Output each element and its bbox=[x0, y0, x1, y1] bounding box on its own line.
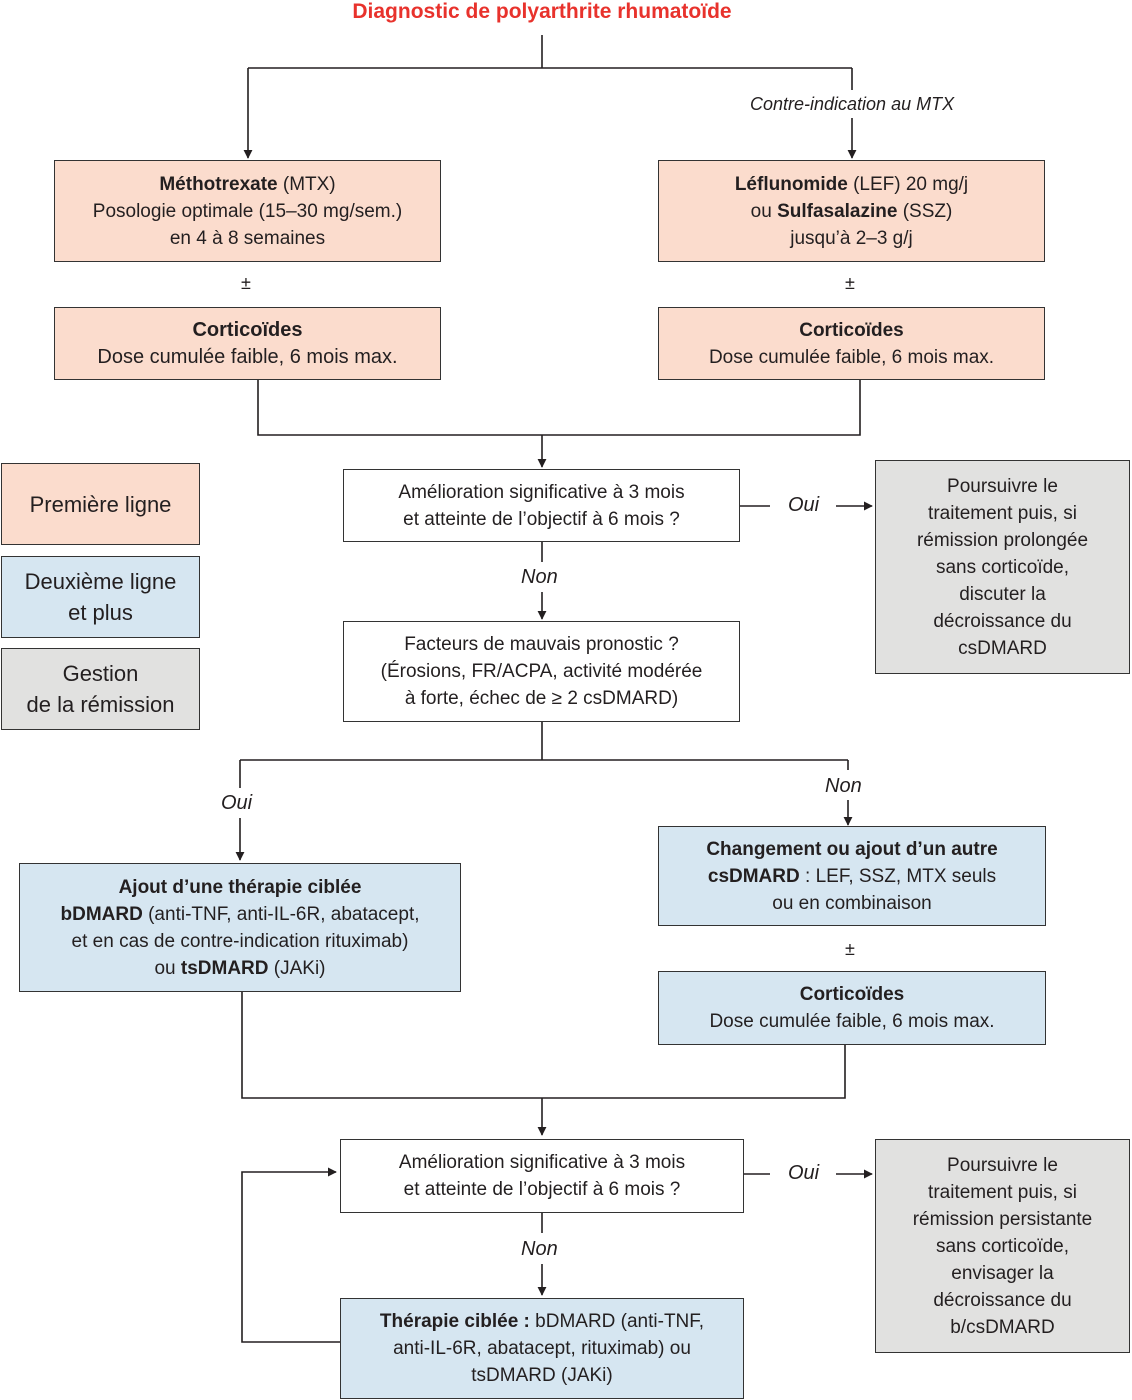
corticoides-box-right: Corticoïdes Dose cumulée faible, 6 mois … bbox=[658, 307, 1045, 380]
continue1-line: sans corticoïde, bbox=[935, 556, 1070, 578]
legend-first-line: Première ligne bbox=[1, 463, 200, 545]
legend-first-line-label: Première ligne bbox=[29, 491, 172, 517]
methotrexate-box: Méthotrexate (MTX) Posologie optimale (1… bbox=[54, 160, 441, 262]
leflunomide-box: Léflunomide (LEF) 20 mg/j ou Sulfasalazi… bbox=[658, 160, 1045, 262]
corticoides-dose: Dose cumulée faible, 6 mois max. bbox=[97, 345, 398, 368]
question-improvement-1: Amélioration significative à 3 mois et a… bbox=[343, 469, 740, 542]
continue1-line: discuter la bbox=[959, 583, 1046, 605]
sulfasalazine-dose: jusqu’à 2–3 g/j bbox=[790, 227, 913, 249]
csdmard-name: csDMARD bbox=[707, 865, 800, 887]
methotrexate-name: Méthotrexate bbox=[159, 173, 278, 195]
methotrexate-abbr: (MTX) bbox=[282, 173, 336, 195]
continue2-line: envisager la bbox=[951, 1262, 1054, 1284]
continue2-line: traitement puis, si bbox=[928, 1181, 1077, 1203]
bdmard-name: bDMARD bbox=[60, 903, 143, 925]
legend-second-line-label-1: Deuxième ligne bbox=[24, 569, 177, 594]
continue2-line: Poursuivre le bbox=[947, 1154, 1058, 1176]
targeted-title: Ajout d’une thérapie ciblée bbox=[119, 874, 362, 901]
corticoides-title: Corticoïdes bbox=[800, 981, 905, 1008]
continue1-line: décroissance du bbox=[933, 610, 1072, 632]
corticoides-title-text: Corticoïdes bbox=[799, 984, 905, 1005]
sulfasalazine-name: Sulfasalazine bbox=[777, 200, 898, 222]
continue1-line: csDMARD bbox=[958, 637, 1047, 659]
targeted-bdmard-line: bDMARD (anti-TNF, anti-IL-6R, abatacept, bbox=[61, 901, 420, 928]
methotrexate-dosage: Posologie optimale (15–30 mg/sem.) bbox=[92, 200, 403, 222]
question-line2: et atteinte de l’objectif à 6 mois ? bbox=[403, 508, 680, 530]
continue1-line: Poursuivre le bbox=[947, 475, 1058, 497]
final-line3: tsDMARD (JAKi) bbox=[471, 1365, 613, 1386]
or-text: ou bbox=[154, 957, 176, 979]
question-line1: Amélioration significative à 3 mois bbox=[398, 1152, 686, 1173]
leflunomide-name: Léflunomide bbox=[734, 173, 848, 195]
question-improvement-2: Amélioration significative à 3 mois et a… bbox=[340, 1139, 744, 1213]
sulfasalazine-abbr: (SSZ) bbox=[902, 200, 953, 222]
diagram-title: Diagnostic de polyarthrite rhumatoïde bbox=[352, 0, 732, 23]
sulfasalazine-line: ou Sulfasalazine (SSZ) bbox=[751, 198, 953, 225]
legend-remission-label-2: de la rémission bbox=[26, 692, 175, 717]
corticoides-box-left: Corticoïdes Dose cumulée faible, 6 mois … bbox=[54, 307, 441, 380]
tsdmard-name: tsDMARD bbox=[180, 957, 269, 979]
targeted-title-text: Ajout d’une thérapie ciblée bbox=[118, 876, 362, 898]
question-line1: Amélioration significative à 3 mois bbox=[398, 481, 685, 503]
legend-second-line-label-2: et plus bbox=[68, 600, 133, 625]
factors-line2: (Érosions, FR/ACPA, activité modérée bbox=[380, 661, 703, 682]
corticoides-title: Corticoïdes bbox=[799, 317, 904, 344]
continue-treatment-box-1: Poursuivre le traitement puis, si rémiss… bbox=[875, 460, 1130, 674]
corticoides-box-second-line: Corticoïdes Dose cumulée faible, 6 mois … bbox=[658, 971, 1046, 1045]
label-non-1: Non bbox=[521, 566, 558, 588]
plusminus-left: ± bbox=[241, 273, 251, 293]
continue1-line: rémission prolongée bbox=[916, 529, 1089, 551]
label-oui-2: Oui bbox=[221, 792, 253, 814]
final-line2: anti-IL-6R, abatacept, rituximab) ou bbox=[393, 1338, 691, 1359]
or-text: ou bbox=[750, 200, 772, 222]
label-non-2: Non bbox=[825, 775, 862, 797]
continue2-line: sans corticoïde, bbox=[935, 1235, 1070, 1257]
contre-indication-label: Contre-indication au MTX bbox=[750, 94, 955, 114]
targeted-tsdmard-line: ou tsDMARD (JAKi) bbox=[154, 955, 325, 982]
corticoides-title-text: Corticoïdes bbox=[799, 319, 904, 341]
label-oui-3: Oui bbox=[788, 1162, 820, 1184]
change-line3: ou en combinaison bbox=[772, 892, 932, 914]
poor-prognosis-factors-box: Facteurs de mauvais pronostic ? (Érosion… bbox=[343, 621, 740, 722]
leflunomide-line1: Léflunomide (LEF) 20 mg/j bbox=[735, 171, 968, 198]
question-line2: et atteinte de l’objectif à 6 mois ? bbox=[403, 1179, 681, 1200]
legend-remission: Gestion de la rémission bbox=[1, 648, 200, 730]
targeted-line3: et en cas de contre-indication rituximab… bbox=[71, 930, 409, 952]
bdmard-text: (anti-TNF, anti-IL-6R, abatacept, bbox=[148, 903, 420, 925]
final-title: Thérapie ciblée : bbox=[379, 1311, 530, 1332]
continue2-line: b/csDMARD bbox=[950, 1316, 1055, 1338]
methotrexate-duration: en 4 à 8 semaines bbox=[169, 227, 326, 249]
change-title: Changement ou ajout d’un autre bbox=[706, 836, 997, 863]
change-line2: csDMARD : LEF, SSZ, MTX seuls bbox=[708, 863, 996, 890]
plusminus-right: ± bbox=[845, 273, 855, 293]
change-csdmard-box: Changement ou ajout d’un autre csDMARD :… bbox=[658, 826, 1046, 926]
corticoides-title: Corticoïdes bbox=[192, 317, 302, 344]
continue-treatment-box-2: Poursuivre le traitement puis, si rémiss… bbox=[875, 1139, 1130, 1353]
continue2-line: rémission persistante bbox=[912, 1208, 1093, 1230]
tsdmard-text: (JAKi) bbox=[273, 957, 326, 979]
continue2-line: décroissance du bbox=[933, 1289, 1072, 1311]
label-non-3: Non bbox=[521, 1238, 558, 1260]
final-targeted-therapy-box: Thérapie ciblée : bDMARD (anti-TNF, anti… bbox=[340, 1298, 744, 1399]
final-line1: Thérapie ciblée : bDMARD (anti-TNF, bbox=[380, 1308, 704, 1335]
plusminus-second-line: ± bbox=[845, 939, 855, 959]
change-text: : LEF, SSZ, MTX seuls bbox=[805, 865, 997, 887]
legend-remission-label-1: Gestion bbox=[62, 661, 139, 686]
factors-line3: à forte, échec de ≥ 2 csDMARD) bbox=[404, 688, 679, 709]
legend-second-line: Deuxième ligne et plus bbox=[1, 556, 200, 638]
change-title-text: Changement ou ajout d’un autre bbox=[706, 838, 998, 860]
methotrexate-line1: Méthotrexate (MTX) bbox=[159, 171, 335, 198]
continue1-line: traitement puis, si bbox=[928, 502, 1077, 524]
corticoides-title-text: Corticoïdes bbox=[192, 318, 303, 341]
label-oui-1: Oui bbox=[788, 494, 820, 516]
factors-line1: Facteurs de mauvais pronostic ? bbox=[404, 634, 679, 655]
corticoides-dose: Dose cumulée faible, 6 mois max. bbox=[709, 1011, 995, 1032]
leflunomide-dose: (LEF) 20 mg/j bbox=[853, 173, 969, 195]
targeted-therapy-box: Ajout d’une thérapie ciblée bDMARD (anti… bbox=[19, 863, 461, 992]
corticoides-dose: Dose cumulée faible, 6 mois max. bbox=[708, 346, 995, 368]
final-text1: bDMARD (anti-TNF, bbox=[535, 1311, 705, 1332]
